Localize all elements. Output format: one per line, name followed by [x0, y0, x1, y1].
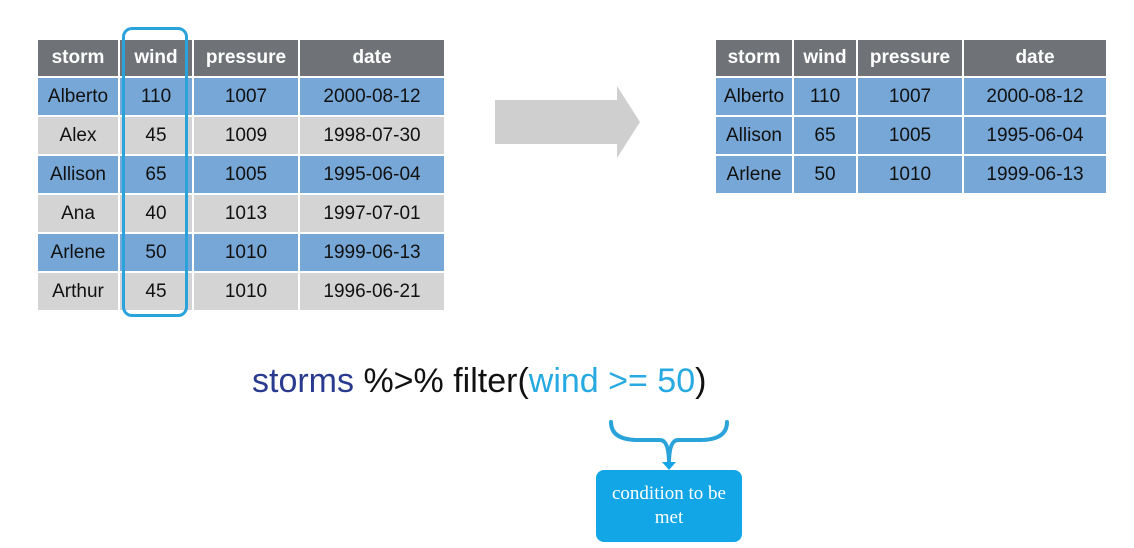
- table-row: Arthur 45 1010 1996-06-21: [38, 271, 444, 310]
- cell-pressure: 1005: [857, 115, 964, 155]
- cell-storm: Alberto: [38, 76, 120, 116]
- cell-pressure: 1010: [857, 154, 964, 193]
- cell-wind: 45: [119, 271, 194, 310]
- cell-date: 1995-06-04: [963, 115, 1106, 155]
- cell-date: 1995-06-04: [299, 154, 444, 194]
- cell-date: 1996-06-21: [299, 271, 444, 310]
- header-wind: wind: [793, 40, 858, 77]
- header-pressure: pressure: [857, 40, 964, 77]
- cell-pressure: 1005: [193, 154, 300, 194]
- code-pipe: %>%: [354, 362, 454, 400]
- cell-wind: 110: [119, 76, 194, 116]
- header-date: date: [299, 40, 444, 77]
- table-row: Alex 45 1009 1998-07-30: [38, 115, 444, 155]
- output-table: storm wind pressure date Alberto 110 100…: [716, 40, 1106, 193]
- cell-pressure: 1010: [193, 271, 300, 310]
- header-wind: wind: [119, 40, 194, 77]
- cell-pressure: 1007: [193, 76, 300, 116]
- condition-annotation-label: condition to be met: [612, 483, 726, 528]
- cell-wind: 110: [793, 76, 858, 116]
- cell-pressure: 1007: [857, 76, 964, 116]
- cell-pressure: 1010: [193, 232, 300, 272]
- code-object: storms: [252, 362, 354, 400]
- table-row: Ana 40 1013 1997-07-01: [38, 193, 444, 233]
- cell-pressure: 1013: [193, 193, 300, 233]
- cell-date: 1997-07-01: [299, 193, 444, 233]
- cell-date: 1998-07-30: [299, 115, 444, 155]
- cell-storm: Alberto: [716, 76, 794, 116]
- cell-date: 1999-06-13: [299, 232, 444, 272]
- filter-code-line: storms %>% filter(wind >= 50): [252, 362, 706, 401]
- cell-date: 1999-06-13: [963, 154, 1106, 193]
- right-arrow-icon: [495, 86, 640, 158]
- header-storm: storm: [716, 40, 794, 77]
- input-table: storm wind pressure date Alberto 110 100…: [38, 40, 444, 310]
- cell-wind: 65: [793, 115, 858, 155]
- cell-wind: 65: [119, 154, 194, 194]
- cell-pressure: 1009: [193, 115, 300, 155]
- code-function-close: ): [695, 362, 707, 400]
- cell-wind: 40: [119, 193, 194, 233]
- table-row: Allison 65 1005 1995-06-04: [716, 115, 1106, 155]
- cell-date: 2000-08-12: [299, 76, 444, 116]
- table-row: Alberto 110 1007 2000-08-12: [38, 76, 444, 116]
- wind-column-highlight: [122, 27, 188, 317]
- table-row: Arlene 50 1010 1999-06-13: [38, 232, 444, 272]
- cell-storm: Alex: [38, 115, 120, 155]
- table-row: Alberto 110 1007 2000-08-12: [716, 76, 1106, 116]
- table-row: Allison 65 1005 1995-06-04: [38, 154, 444, 194]
- cell-storm: Arlene: [38, 232, 120, 272]
- cell-wind: 50: [119, 232, 194, 272]
- cell-storm: Allison: [716, 115, 794, 155]
- code-function-open: filter(: [453, 362, 529, 400]
- header-date: date: [963, 40, 1106, 77]
- cell-wind: 45: [119, 115, 194, 155]
- header-row: storm wind pressure date: [38, 40, 444, 77]
- header-storm: storm: [38, 40, 120, 77]
- cell-wind: 50: [793, 154, 858, 193]
- cell-storm: Ana: [38, 193, 120, 233]
- cell-storm: Arlene: [716, 154, 794, 193]
- code-condition: wind >= 50: [528, 362, 696, 400]
- cell-storm: Arthur: [38, 271, 120, 310]
- header-row: storm wind pressure date: [716, 40, 1106, 77]
- condition-annotation: condition to be met: [596, 470, 742, 542]
- cell-date: 2000-08-12: [963, 76, 1106, 116]
- table-row: Arlene 50 1010 1999-06-13: [716, 154, 1106, 193]
- header-pressure: pressure: [193, 40, 300, 77]
- cell-storm: Allison: [38, 154, 120, 194]
- curly-brace-icon: [609, 420, 729, 470]
